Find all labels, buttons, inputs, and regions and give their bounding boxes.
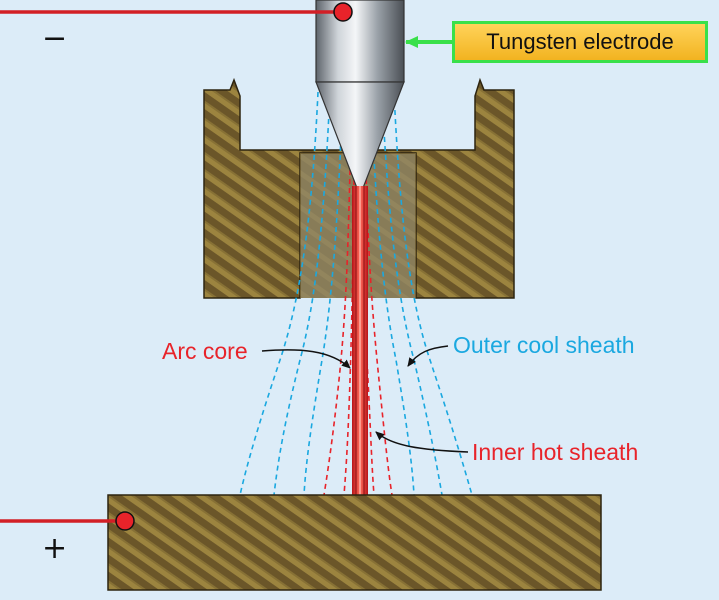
arc-core-label: Arc core [162, 338, 248, 364]
inner-hot-sheath-label: Inner hot sheath [472, 439, 639, 465]
arc-core-leader-arrow [261, 349, 351, 369]
tungsten-electrode [315, 0, 405, 189]
negative-lead [0, 2, 353, 22]
tungsten-electrode-callout: Tungsten electrode [452, 21, 708, 63]
outer-cool-sheath-label: Outer cool sheath [453, 332, 635, 358]
inner-sheath-leader-arrow [375, 431, 469, 453]
positive-lead [0, 511, 135, 531]
outer-sheath-leader-arrow [407, 345, 449, 367]
positive-polarity-sign: + [42, 531, 68, 566]
tungsten-electrode-label: Tungsten electrode [486, 29, 674, 54]
arc-core [352, 186, 368, 496]
outer-cool-sheath-lines [239, 91, 473, 496]
negative-polarity-sign: − [42, 21, 68, 56]
workpiece [107, 494, 602, 591]
